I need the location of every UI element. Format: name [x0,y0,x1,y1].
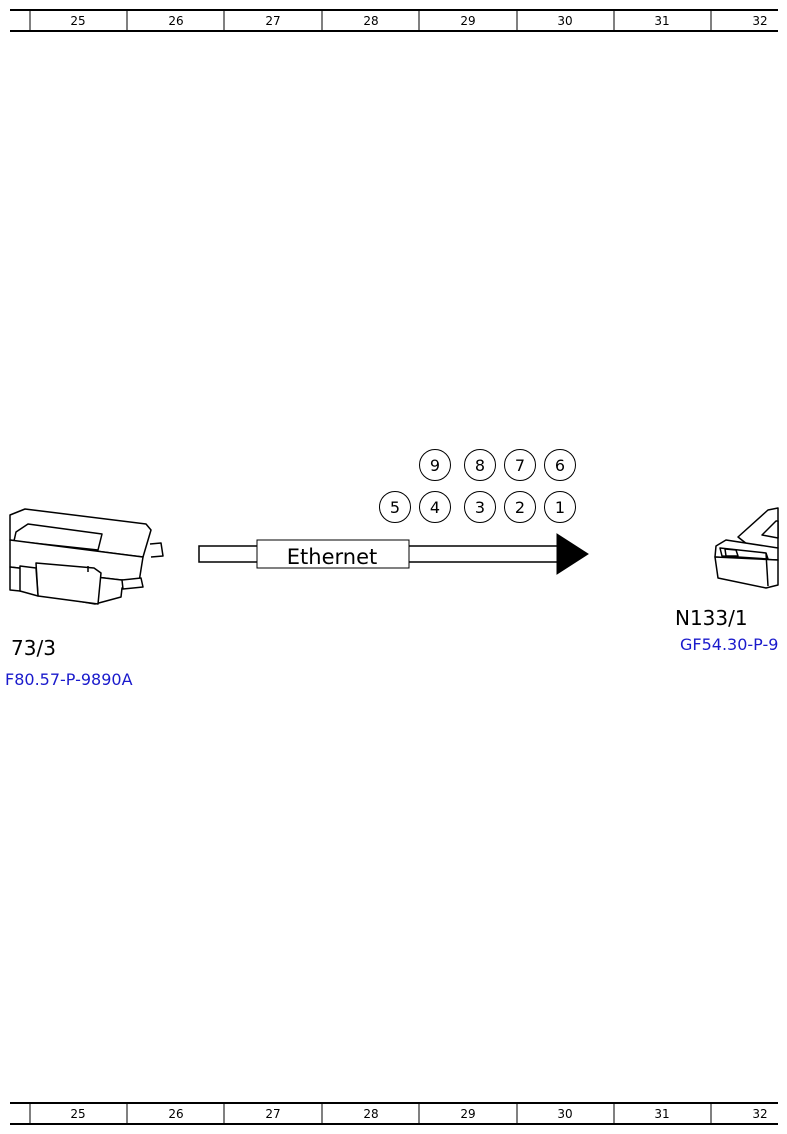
step-markers [379,449,576,523]
top-ruler-col-26: 26 [168,14,183,28]
top-ruler-col-30: 30 [557,14,572,28]
right-component-designation: N133/1 [675,606,748,630]
step-number-3: 3 [475,498,485,517]
bottom-ruler-col-25: 25 [70,1107,85,1121]
bottom-ruler-col-29: 29 [460,1107,475,1121]
left-component-document-link[interactable]: F80.57-P-9890A [5,670,133,689]
top-ruler-col-25: 25 [70,14,85,28]
bottom-ruler-col-27: 27 [265,1107,280,1121]
step-marker-5 [379,491,411,523]
ethernet-cable-arrow: Ethernet [198,533,589,575]
right-component-document-link[interactable]: GF54.30-P-9 [680,635,778,654]
step-marker-3 [464,491,496,523]
step-marker-2 [504,491,536,523]
cable-label-box [256,539,410,569]
bottom-ruler-col-31: 31 [654,1107,669,1121]
top-ruler: 25 26 27 28 29 30 31 32 [10,9,778,32]
step-number-8: 8 [475,456,485,475]
top-ruler-col-32: 32 [752,14,767,28]
step-marker-7 [504,449,536,481]
top-ruler-col-29: 29 [460,14,475,28]
step-number-7: 7 [515,456,525,475]
step-number-6: 6 [555,456,565,475]
step-number-5: 5 [390,498,400,517]
bottom-ruler-col-26: 26 [168,1107,183,1121]
cable-label: Ethernet [287,545,377,569]
left-component-designation: 73/3 [11,636,56,660]
step-number-4: 4 [430,498,440,517]
bottom-ruler-col-30: 30 [557,1107,572,1121]
step-number-2: 2 [515,498,525,517]
bottom-ruler-col-32: 32 [752,1107,767,1121]
step-marker-1 [544,491,576,523]
step-marker-8 [464,449,496,481]
step-marker-4 [419,491,451,523]
control-unit-icon [9,508,164,605]
top-ruler-col-28: 28 [363,14,378,28]
bottom-ruler: 25 26 27 28 29 30 31 32 [10,1102,778,1125]
step-numbers: 9 8 7 6 5 4 3 2 1 [390,456,565,517]
step-marker-9 [419,449,451,481]
step-number-9: 9 [430,456,440,475]
step-number-1: 1 [555,498,565,517]
step-marker-6 [544,449,576,481]
top-ruler-col-31: 31 [654,14,669,28]
control-unit-icon [714,507,779,589]
bottom-ruler-col-28: 28 [363,1107,378,1121]
top-ruler-col-27: 27 [265,14,280,28]
